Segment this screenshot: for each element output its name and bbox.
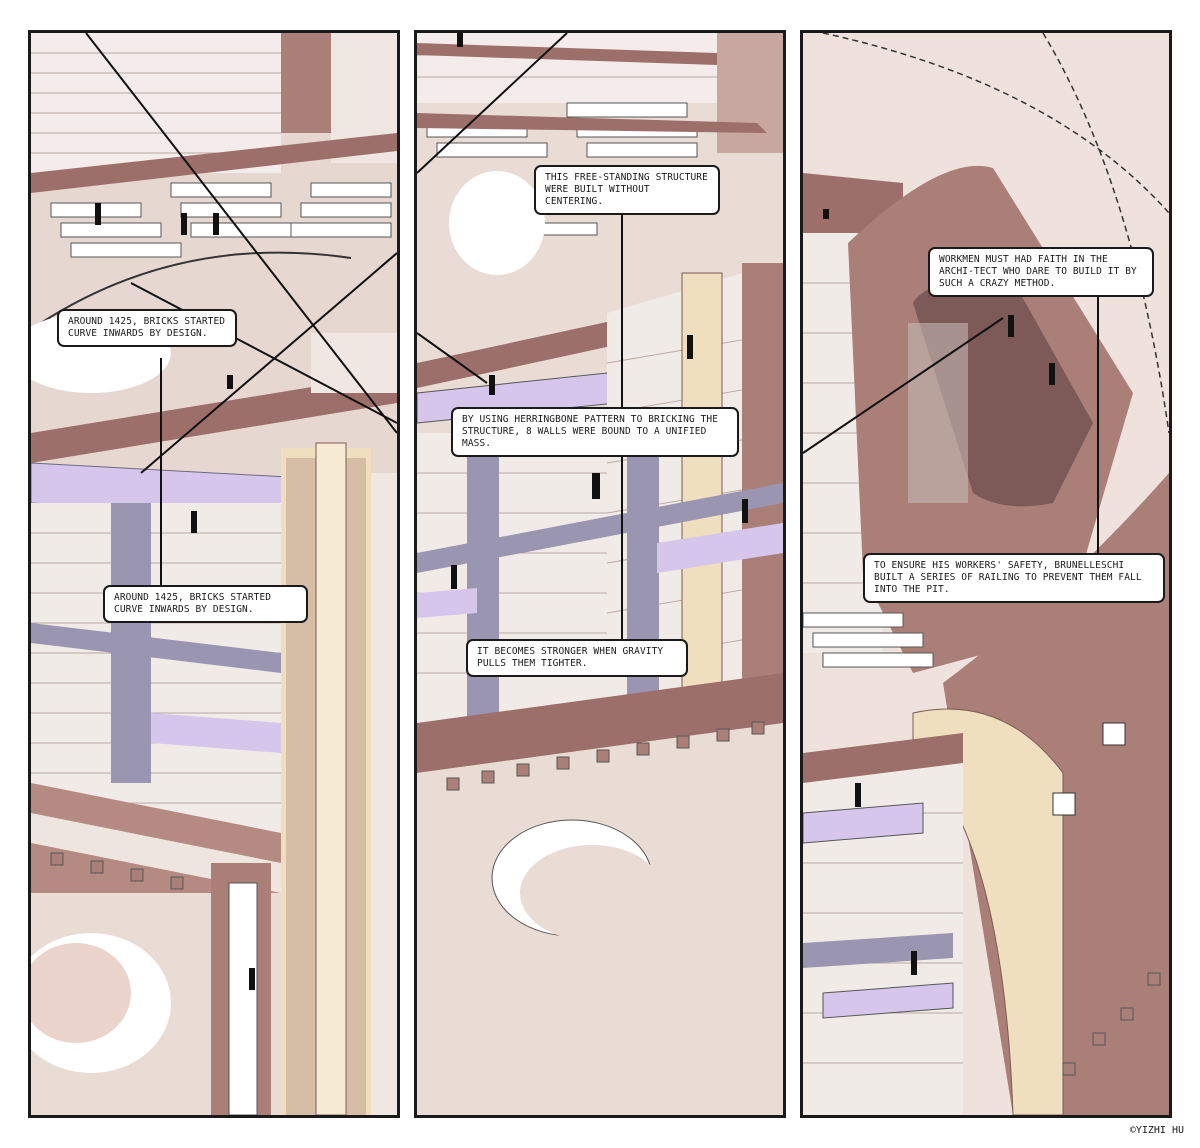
caption-workmen-faith: WORKMEN MUST HAD FAITH IN THE ARCHI-TECT… <box>928 247 1154 297</box>
caption-bricks-curve-top: AROUND 1425, BRICKS STARTED CURVE INWARD… <box>57 309 237 347</box>
panel-2-illustration <box>417 33 783 1115</box>
comic-panel-3: WORKMEN MUST HAD FAITH IN THE ARCHI-TECT… <box>800 30 1172 1118</box>
panel-3-illustration <box>803 33 1169 1115</box>
caption-workers-safety: TO ENSURE HIS WORKERS' SAFETY, BRUNELLES… <box>863 553 1165 603</box>
comic-panel-1: AROUND 1425, BRICKS STARTED CURVE INWARD… <box>28 30 400 1118</box>
caption-bricks-curve-middle: AROUND 1425, BRICKS STARTED CURVE INWARD… <box>103 585 308 623</box>
caption-free-standing: THIS FREE-STANDING STRUCTURE WERE BUILT … <box>534 165 720 215</box>
panel-1-illustration <box>31 33 397 1115</box>
caption-herringbone: BY USING HERRINGBONE PATTERN TO BRICKING… <box>451 407 739 457</box>
comic-panel-2: THIS FREE-STANDING STRUCTURE WERE BUILT … <box>414 30 786 1118</box>
artist-credit: ©YIZHI HU <box>1129 1125 1184 1136</box>
caption-gravity: IT BECOMES STRONGER WHEN GRAVITY PULLS T… <box>466 639 688 677</box>
